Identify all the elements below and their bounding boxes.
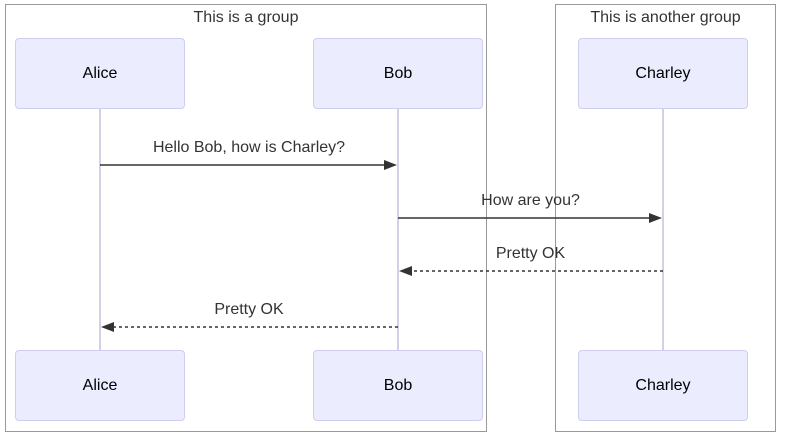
group-title: This is a group: [193, 9, 299, 26]
lifeline-charley: [662, 109, 664, 351]
actor-label: Alice: [82, 376, 118, 394]
actor-box-bob-top: Bob: [313, 38, 483, 109]
group-title: This is another group: [590, 9, 741, 26]
actor-box-bob-bottom: Bob: [313, 350, 483, 421]
message-label: Pretty OK: [495, 245, 566, 262]
message-label: Hello Bob, how is Charley?: [152, 139, 346, 156]
actor-label: Alice: [82, 64, 118, 82]
message-label: Pretty OK: [214, 301, 284, 318]
lifeline-alice: [99, 109, 101, 351]
actor-label: Bob: [383, 376, 413, 394]
actor-label: Charley: [635, 376, 691, 394]
message-label: How are you?: [481, 192, 580, 209]
actor-box-charley-top: Charley: [578, 38, 748, 109]
actor-label: Charley: [635, 64, 691, 82]
actor-box-charley-bottom: Charley: [578, 350, 748, 421]
actor-box-alice-bottom: Alice: [15, 350, 185, 421]
lifeline-bob: [397, 109, 399, 351]
actor-box-alice-top: Alice: [15, 38, 185, 109]
actor-label: Bob: [383, 64, 413, 82]
